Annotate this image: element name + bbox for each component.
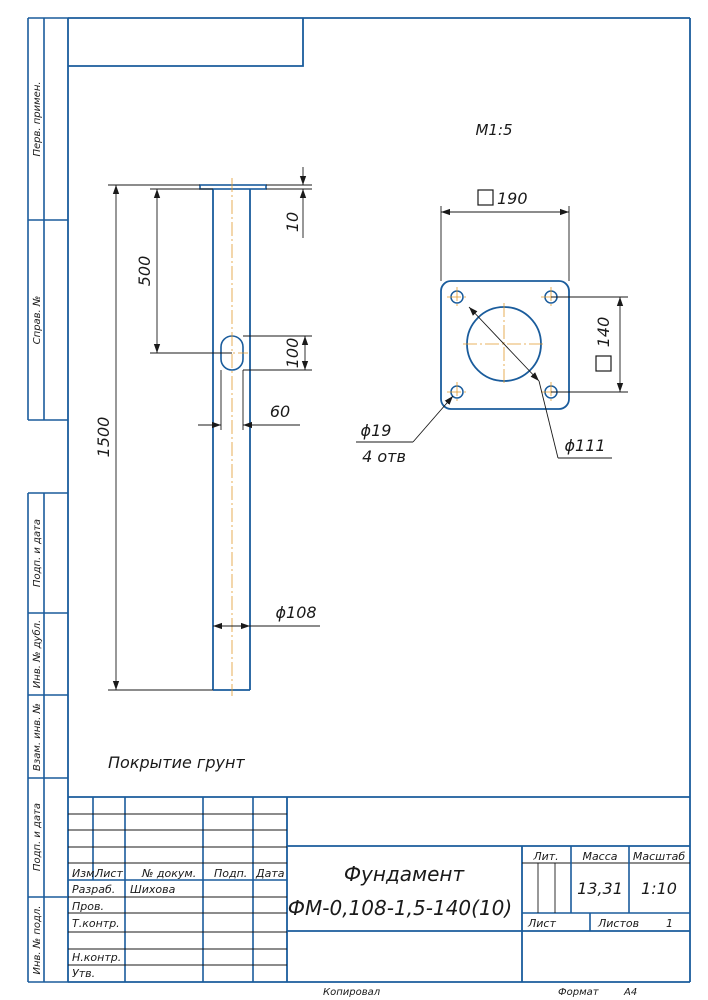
label-mass: Масса	[582, 850, 617, 863]
header-data: Дата	[255, 867, 285, 880]
value-mass: 13,31	[577, 879, 623, 898]
pipe-side-view	[199, 178, 267, 696]
coating-note: Покрытие грунт	[108, 753, 245, 772]
side-label-vzam-inv: Взам. инв. №	[32, 703, 43, 771]
square-symbol-icon	[595, 355, 612, 372]
label-lit: Лит.	[532, 850, 558, 863]
role-tkontr: Т.контр.	[72, 917, 120, 930]
side-label-sprav: Справ. №	[32, 296, 43, 345]
side-label-perv-primen: Перв. примен.	[32, 81, 43, 156]
leader-dia-111: ϕ111	[468, 306, 612, 459]
role-razrab: Разраб.	[72, 883, 115, 896]
dim-text-60: 60	[270, 402, 290, 421]
leader-holes: ϕ19 4 отв	[356, 395, 454, 466]
document-title-line2: ФМ-0,108-1,5-140(10)	[288, 896, 512, 920]
developer-name: Шихова	[130, 883, 176, 896]
header-list: Лист	[94, 867, 123, 880]
role-nkontr: Н.контр.	[72, 951, 121, 964]
dim-text-sq-140: 140	[594, 317, 613, 348]
footer-format-label: Формат	[558, 987, 600, 998]
dim-text-500: 500	[135, 256, 154, 287]
label-sheet: Лист	[527, 917, 556, 930]
dim-text-dia-108: ϕ108	[275, 603, 316, 622]
dim-text-100: 100	[283, 338, 302, 369]
side-label-inv-dubl: Инв. № дубл.	[31, 620, 43, 688]
label-scale: Масштаб	[633, 850, 685, 863]
side-strip: Перв. примен. Справ. № Подп. и дата Инв.…	[27, 17, 68, 983]
dimension-sq-190: 190	[440, 189, 570, 281]
dim-text-10: 10	[283, 212, 302, 232]
dim-text-sq-190: 190	[497, 189, 528, 208]
dimension-1500: 1500	[94, 184, 213, 691]
dimension-100: 100	[243, 335, 312, 371]
footer-copied: Копировал	[323, 987, 381, 998]
document-title-line1: Фундамент	[344, 862, 466, 886]
header-podp: Подп.	[214, 867, 247, 880]
dim-text-dia-19: ϕ19	[361, 421, 392, 440]
value-sheets: 1	[666, 917, 673, 930]
dim-text-holes: 4 отв	[362, 447, 406, 466]
header-izm: Изм.	[72, 867, 98, 880]
side-label-podp-data-1: Подп. и дата	[32, 519, 43, 587]
side-label-podp-data-2: Подп. и дата	[32, 803, 43, 871]
role-prov: Пров.	[72, 900, 104, 913]
square-symbol-icon	[477, 189, 494, 206]
value-scale: 1:10	[641, 879, 677, 898]
footer-format-value: А4	[623, 987, 637, 998]
dimension-sq-140: 140	[551, 296, 628, 393]
dimension-dia-108: ϕ108	[213, 603, 320, 630]
sheet-frame	[67, 17, 691, 983]
dimension-60: 60	[198, 370, 300, 430]
dim-text-1500: 1500	[94, 417, 113, 458]
label-sheets: Листов	[597, 917, 639, 930]
dimension-500: 500	[135, 188, 232, 354]
header-doc-no: № докум.	[141, 867, 196, 880]
role-utv: Утв.	[72, 967, 95, 980]
side-label-inv-podl: Инв. № подл.	[32, 906, 43, 975]
title-block: Изм. Лист № докум. Подп. Дата Разраб. Ши…	[68, 796, 690, 982]
dimension-10: 10	[266, 167, 312, 238]
view-scale-label: М1:5	[475, 121, 512, 139]
dim-text-dia-111: ϕ111	[564, 436, 605, 455]
